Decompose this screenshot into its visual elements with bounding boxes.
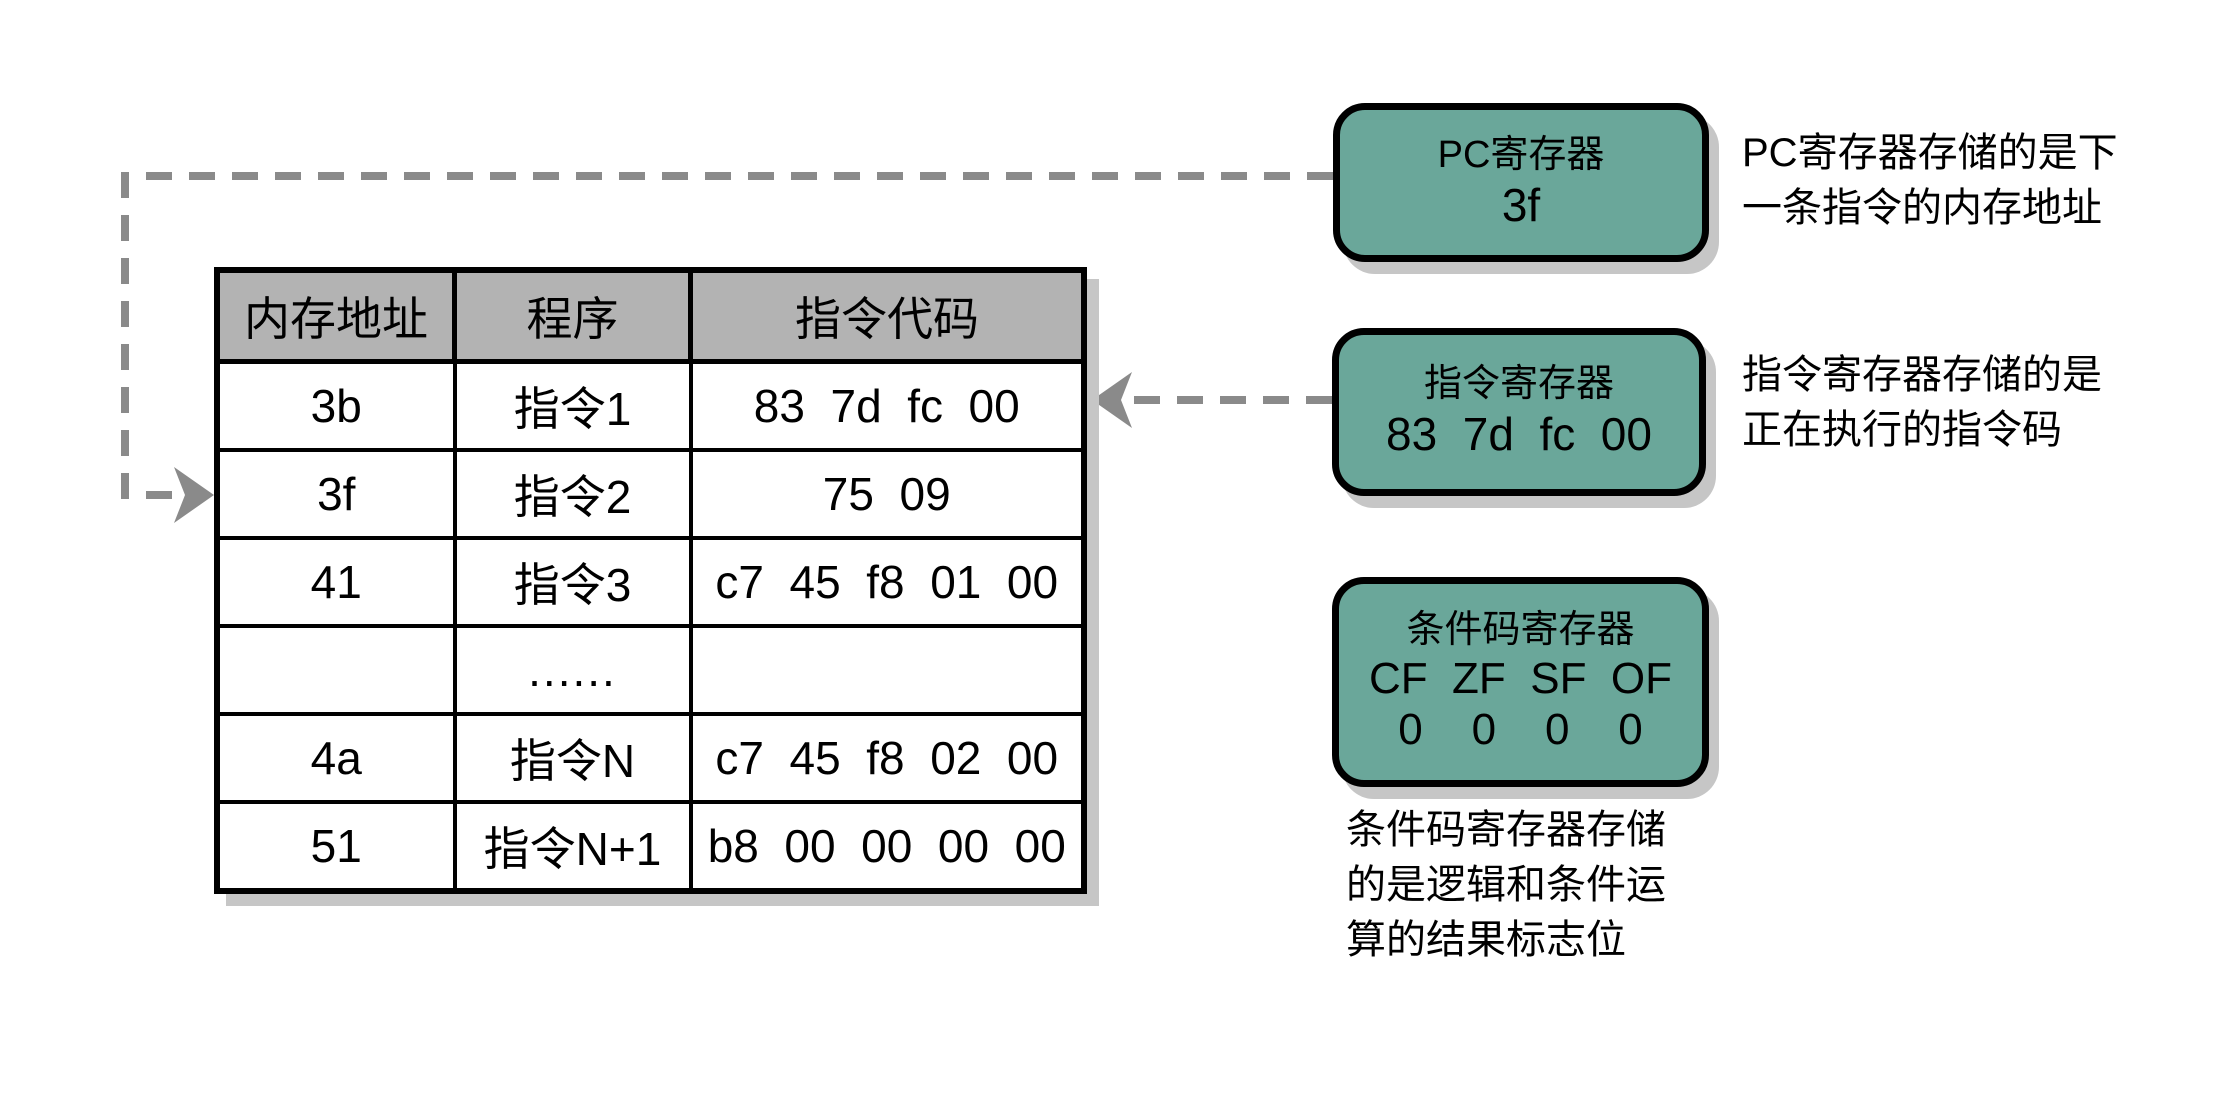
cell-address	[215, 624, 457, 716]
note-line: 的是逻辑和条件运	[1346, 863, 1666, 907]
table-row: 4a 指令N c7 45 f8 02 00	[215, 712, 1086, 804]
arrow-left-icon	[1092, 372, 1132, 428]
cell-program-ellipsis: ......	[452, 624, 693, 716]
note-line: PC寄存器存储的是下	[1742, 131, 2118, 175]
cell-address: 3b	[215, 359, 457, 452]
table-row: 3f 指令2 75 09	[215, 448, 1086, 540]
table-row: 51 指令N+1 b8 00 00 00 00	[215, 800, 1086, 893]
cell-program: 指令N	[452, 712, 693, 804]
pc-register-value: 3f	[1501, 178, 1541, 231]
instruction-register-value: 83 7d fc 00	[1386, 408, 1652, 461]
pc-register-title: PC寄存器	[1437, 133, 1605, 176]
cell-code: b8 00 00 00 00	[688, 800, 1086, 893]
header-instruction-code: 指令代码	[688, 267, 1087, 364]
cell-code: 83 7d fc 00	[688, 359, 1086, 452]
header-program: 程序	[452, 267, 693, 364]
table-header-row: 内存地址 程序 指令代码	[214, 267, 1087, 364]
condition-code-register-title: 条件码寄存器	[1406, 608, 1635, 651]
cell-code: c7 45 f8 01 00	[688, 536, 1086, 628]
cell-code: 75 09	[688, 448, 1086, 540]
table-row: 41 指令3 c7 45 f8 01 00	[215, 536, 1086, 628]
cell-program: 指令3	[452, 536, 693, 628]
cell-address: 41	[215, 536, 457, 628]
pc-register-note: PC寄存器存储的是下 一条指令的内存地址	[1742, 126, 2118, 236]
cell-code	[688, 624, 1086, 716]
note-line: 算的结果标志位	[1346, 918, 1626, 962]
instruction-register-title: 指令寄存器	[1423, 363, 1614, 406]
cell-program: 指令2	[452, 448, 693, 540]
condition-code-flags: CF ZF SF OF	[1368, 653, 1673, 703]
note-line: 正在执行的指令码	[1742, 408, 2062, 452]
pc-register-box: PC寄存器 3f	[1333, 103, 1709, 262]
cell-code: c7 45 f8 02 00	[688, 712, 1086, 804]
memory-table: 内存地址 程序 指令代码 3b 指令1 83 7d fc 00 3f 指令2 7…	[214, 267, 1087, 894]
instruction-register-box: 指令寄存器 83 7d fc 00	[1332, 328, 1706, 496]
cell-program: 指令N+1	[452, 800, 693, 893]
table-row: ......	[215, 624, 1086, 716]
condition-code-register-box: 条件码寄存器 CF ZF SF OF 0 0 0 0	[1332, 577, 1709, 787]
cell-program: 指令1	[452, 359, 693, 452]
note-line: 一条指令的内存地址	[1742, 186, 2102, 230]
arrow-right-icon	[174, 467, 214, 523]
header-memory-address: 内存地址	[214, 267, 457, 364]
condition-code-flag-values: 0 0 0 0	[1398, 705, 1643, 755]
cell-address: 4a	[215, 712, 457, 804]
condition-code-register-note: 条件码寄存器存储 的是逻辑和条件运 算的结果标志位	[1346, 803, 1666, 968]
note-line: 指令寄存器存储的是	[1742, 353, 2102, 397]
cell-address: 3f	[215, 448, 457, 540]
instruction-register-note: 指令寄存器存储的是 正在执行的指令码	[1742, 348, 2102, 458]
cell-address: 51	[215, 800, 457, 893]
table-row: 3b 指令1 83 7d fc 00	[215, 359, 1086, 452]
note-line: 条件码寄存器存储	[1346, 808, 1666, 852]
